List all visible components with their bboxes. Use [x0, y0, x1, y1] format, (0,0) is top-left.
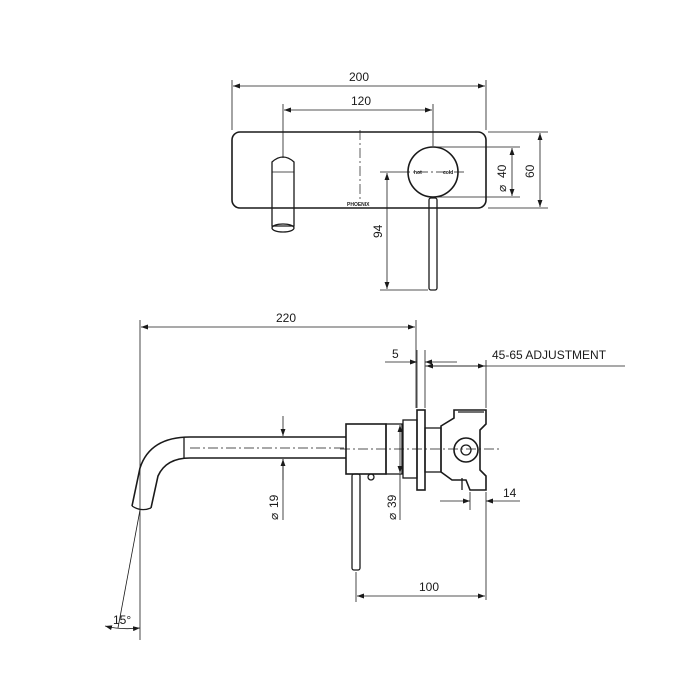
front-view: hot cold PHOENIX 200 120 ⌀ 40 60 [231, 70, 548, 291]
dim-adjustment: 45-65 ADJUSTMENT [492, 348, 607, 362]
hot-label: hot [414, 170, 422, 176]
brand-label: PHOENIX [347, 202, 370, 208]
cold-label: cold [443, 170, 453, 176]
dim-handle-drop: 94 [371, 224, 385, 238]
dim-spout-to-handle: 120 [351, 94, 371, 108]
side-view: 220 5 45-65 ADJUSTMENT ⌀ 19 ⌀ 39 1 [104, 311, 625, 640]
handle-lever-side [351, 473, 361, 571]
dim-depth-14: 14 [503, 486, 517, 500]
handle-front: hot cold [400, 146, 466, 291]
dim-plate-thickness: 5 [392, 347, 399, 361]
back-plate [231, 131, 487, 209]
dim-body-diameter: 39 [385, 494, 399, 508]
valve-bracket [440, 409, 487, 491]
spout-front [271, 156, 295, 233]
diameter-symbol-39: ⌀ [385, 513, 399, 520]
dim-spout-reach: 220 [276, 311, 296, 325]
dim-plate-height: 60 [523, 164, 537, 178]
dim-handle-offset: 100 [419, 580, 439, 594]
dim-angle: 15° [113, 613, 131, 627]
diameter-symbol-19: ⌀ [267, 513, 281, 520]
dim-handle-diameter: 40 [495, 164, 509, 178]
diameter-symbol-40: ⌀ [495, 185, 509, 192]
wall-plate [416, 409, 426, 491]
dim-spout-diameter: 19 [267, 494, 281, 508]
spout-side [131, 436, 346, 511]
dim-overall-width: 200 [349, 70, 369, 84]
